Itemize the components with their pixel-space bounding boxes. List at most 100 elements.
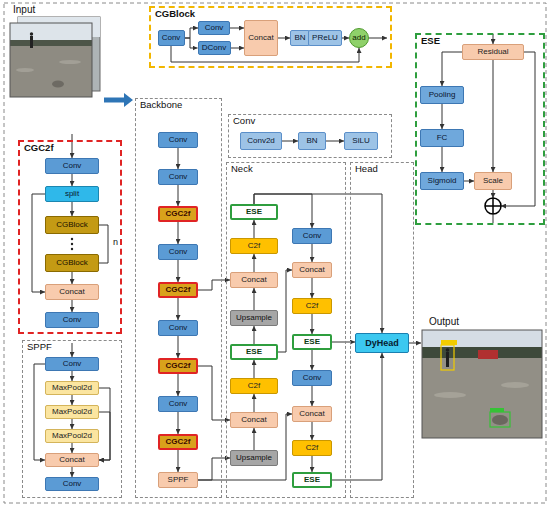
- repeat-bracket: [99, 225, 108, 263]
- ese-box: ESE: [230, 344, 278, 360]
- connector-arrow: [282, 141, 298, 142]
- section-frame: HeadDyHead: [350, 162, 414, 498]
- node-label: CGC2f: [166, 438, 191, 446]
- node-label: add: [352, 34, 365, 42]
- connector-arrow: [442, 147, 443, 172]
- node-label: ESE: [304, 338, 320, 346]
- connector-arrow: [34, 364, 45, 460]
- node-label: ESE: [246, 208, 262, 216]
- layer-box: BN: [290, 30, 310, 46]
- section-frame: NeckESEC2fConcatUpsampleESEC2fConcatUpsa…: [226, 162, 346, 498]
- node-label: C2f: [306, 302, 318, 310]
- node-label: Sigmoid: [428, 177, 457, 185]
- node-label: Conv: [63, 316, 82, 324]
- node-label: Scale: [483, 177, 503, 185]
- node-label: Conv: [303, 232, 322, 240]
- person: [30, 36, 33, 48]
- connector-arrow: [178, 185, 179, 206]
- connector-arrow: [178, 260, 179, 282]
- truck: [478, 350, 498, 359]
- connector-arrow: [254, 288, 255, 310]
- conv-box: Conv: [45, 477, 99, 491]
- connector-arrow: [442, 52, 462, 86]
- conv-box: DConv: [198, 41, 231, 55]
- layer-box: Residual: [462, 44, 524, 60]
- connector-arrow: [231, 48, 245, 49]
- conv-box: Conv: [45, 312, 99, 328]
- layer-box: SiLU: [344, 132, 378, 150]
- node-label: BN: [306, 137, 317, 145]
- layer-box: Sigmoid: [420, 172, 464, 190]
- gravel: [501, 382, 529, 388]
- node-label: Conv: [162, 34, 181, 42]
- conv-box: Conv: [158, 320, 198, 336]
- connector-arrow: [72, 443, 73, 453]
- conv-box: Conv: [45, 158, 99, 174]
- sum-symbol: [485, 198, 501, 214]
- node-label: CGBlock: [56, 259, 88, 267]
- connector-arrow: [254, 220, 255, 238]
- add-circle: add: [349, 28, 369, 48]
- layer-box: Concat: [292, 262, 332, 278]
- node-label: MaxPool2d: [52, 384, 92, 392]
- photo-trees: [422, 347, 542, 358]
- connector-arrow: [178, 148, 179, 169]
- node-label: DyHead: [365, 339, 399, 348]
- ellipsis-dot: [71, 248, 73, 250]
- detection-box: [490, 412, 510, 427]
- input-wire: [72, 343, 73, 357]
- node-label: Conv2d: [247, 137, 275, 145]
- connector-arrow: [185, 28, 199, 38]
- layer-box: Concat: [244, 20, 278, 56]
- node-label: CGC2f: [166, 362, 191, 370]
- node-label: MaxPool2d: [52, 408, 92, 416]
- input-arrow-head: [124, 93, 133, 107]
- layer-box: SPPF: [158, 472, 198, 488]
- connector-arrow: [178, 222, 179, 244]
- c2f-box: C2f: [230, 378, 278, 394]
- photo-front: [10, 23, 92, 97]
- node-label: Concat: [241, 276, 266, 284]
- connector-arrow: [332, 353, 382, 480]
- photo-trees: [10, 40, 92, 46]
- node-label: C2f: [248, 242, 260, 250]
- sum-plus: [485, 198, 501, 214]
- connector-arrow: [99, 412, 110, 460]
- node-label: PReLU: [312, 34, 338, 42]
- node-label: Conv: [169, 324, 188, 332]
- node-label: Concat: [59, 288, 84, 296]
- layer-box: Concat: [230, 272, 278, 288]
- add-circle-shape: [350, 29, 369, 48]
- node-label: DConv: [202, 44, 226, 52]
- node-label: C2f: [248, 382, 260, 390]
- conv-box: Conv: [292, 228, 332, 244]
- connector-arrow: [464, 181, 474, 182]
- connector-arrow: [326, 141, 344, 142]
- photo-frame: [422, 330, 542, 438]
- layer-box: PReLU: [308, 30, 342, 46]
- layer-box: Concat: [230, 412, 278, 428]
- node-label: Concat: [299, 410, 324, 418]
- connector-arrow: [254, 360, 255, 378]
- node-label: CGC2f: [166, 210, 191, 218]
- conv-box: Conv: [158, 132, 198, 148]
- c2f-box: C2f: [292, 298, 332, 314]
- module-title: ESE: [420, 36, 441, 46]
- section-frame: BackboneConvConvCGC2fConvCGC2fConvCGC2fC…: [135, 98, 222, 498]
- connector-arrow: [72, 467, 73, 477]
- ese-module-frame: ESEResidualPoolingFCSigmoidScale: [415, 33, 545, 225]
- connector-arrow: [493, 60, 494, 172]
- person-head: [30, 32, 33, 35]
- repeat-count: n: [112, 238, 119, 248]
- connector-arrow: [312, 244, 313, 262]
- detection-tag: [490, 408, 504, 412]
- layer-box: Concat: [45, 284, 99, 300]
- ese-box: ESE: [292, 472, 332, 488]
- photo-frame: [10, 23, 92, 97]
- node-label: Upsample: [236, 454, 272, 462]
- person: [446, 352, 449, 367]
- output-photo: [422, 330, 542, 438]
- split-box: split: [45, 186, 99, 202]
- input-photo: [10, 17, 100, 97]
- rock: [52, 81, 64, 88]
